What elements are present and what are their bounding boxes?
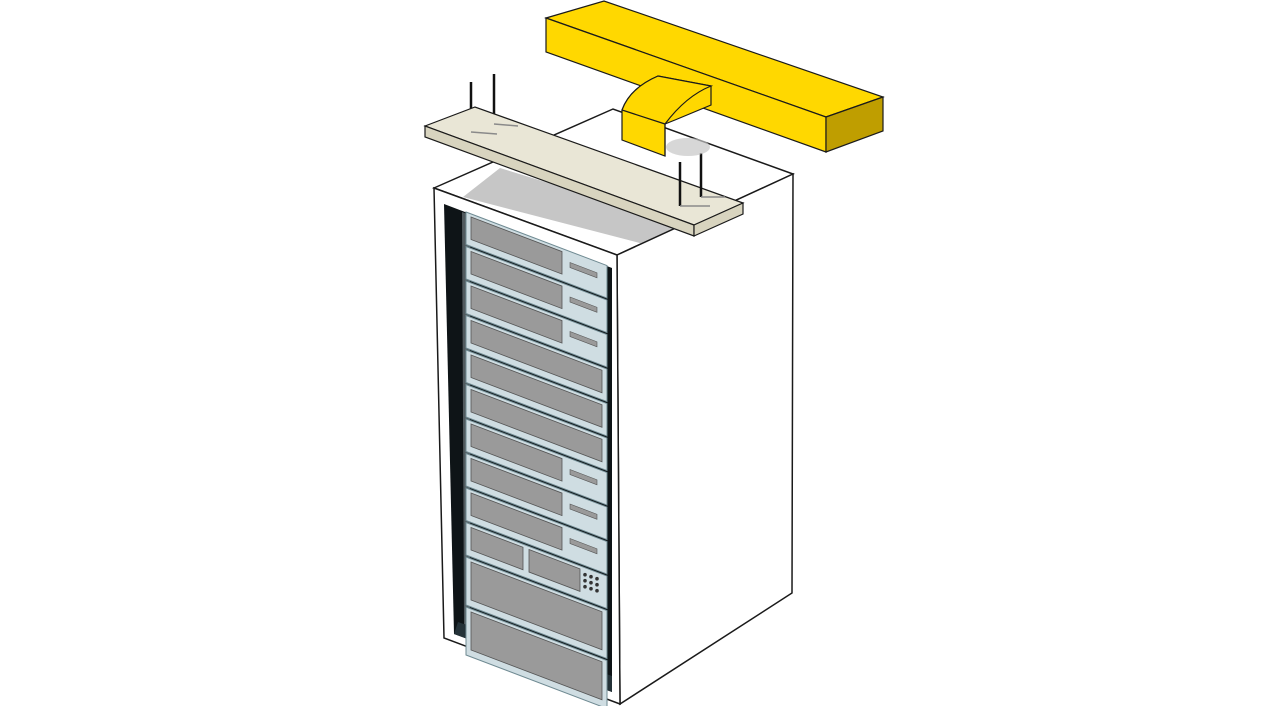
keypad-button — [583, 584, 587, 589]
air-duct — [544, 0, 885, 157]
unit-face-panel — [470, 561, 603, 651]
duct-elbow-top — [621, 75, 714, 125]
unit-label-slot — [569, 331, 598, 348]
unit-face-panel — [470, 423, 563, 482]
unit-label-slot — [569, 469, 598, 486]
unit-label-slot — [569, 262, 598, 279]
keypad-button — [589, 574, 593, 579]
unit-face-panel — [470, 250, 563, 310]
unit-face-panel — [470, 388, 603, 463]
keypad-button — [595, 588, 599, 593]
cable-tray-end — [693, 202, 744, 237]
keypad-button — [595, 576, 599, 581]
unit-face-panel — [470, 216, 563, 275]
unit-face-panel — [470, 285, 563, 344]
switch-panel — [470, 526, 524, 571]
rack-units — [465, 211, 608, 706]
keypad-button — [583, 578, 587, 583]
unit-label-slot — [569, 538, 598, 555]
keypad-button — [583, 572, 587, 577]
unit-face-panel — [470, 611, 603, 701]
keypad-button — [595, 582, 599, 587]
cabinet-top-shadow — [463, 168, 685, 247]
keypad-button — [589, 586, 593, 591]
cable-tray — [423, 74, 745, 237]
duct-main-end — [825, 96, 884, 153]
cabinet-side-panel — [616, 172, 794, 706]
duct-outlet-shadow — [666, 138, 710, 156]
hanger-bracket — [470, 131, 498, 135]
unit-face-panel — [470, 457, 563, 517]
unit-label-slot — [569, 296, 598, 313]
unit-face-panel — [470, 319, 603, 394]
switch-panel — [528, 548, 581, 592]
unit-label-slot — [569, 503, 598, 520]
hanger-bracket — [493, 123, 519, 127]
unit-face-panel — [470, 492, 563, 551]
keypad-button — [589, 580, 593, 585]
unit-face-panel — [470, 354, 603, 428]
